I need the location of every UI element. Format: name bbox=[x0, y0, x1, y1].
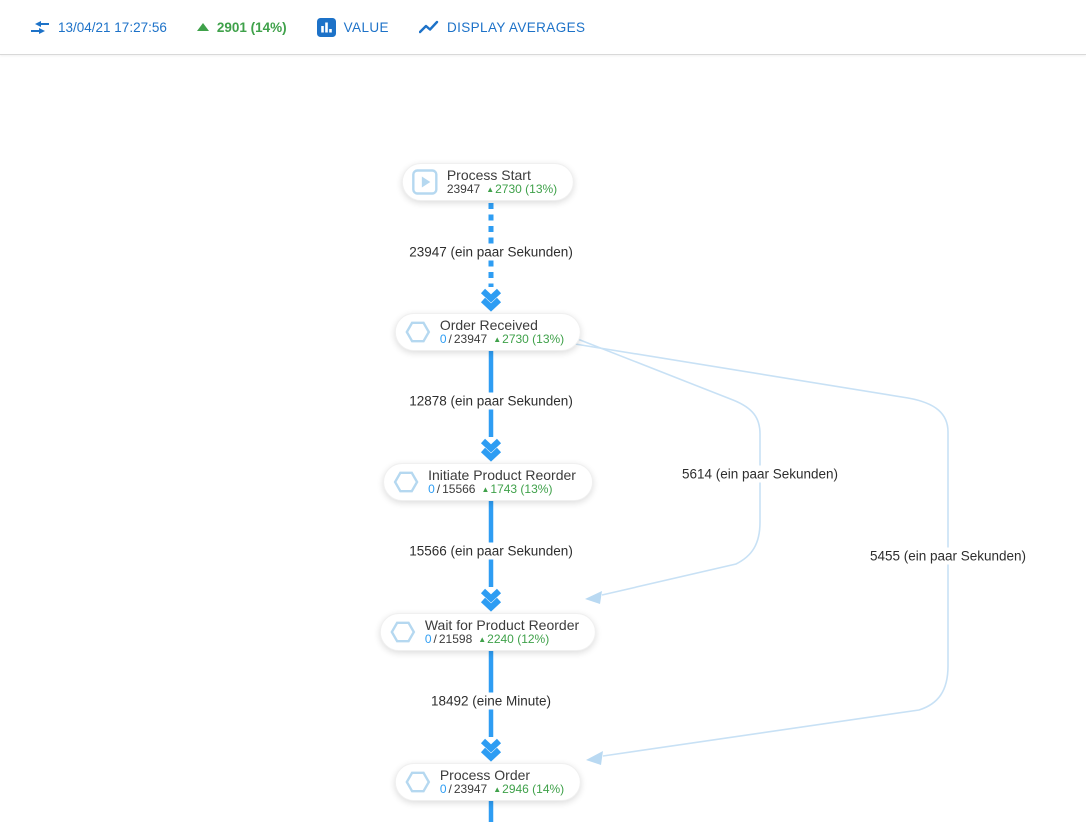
node-delta: ▲2946 (14%) bbox=[493, 782, 565, 796]
edge-label: 15566 (ein paar Sekunden) bbox=[405, 542, 577, 560]
edge-label: 5614 (ein paar Sekunden) bbox=[677, 465, 843, 483]
node-current: 0 bbox=[439, 782, 447, 796]
node-delta: ▲2730 (13%) bbox=[493, 332, 565, 346]
triangle-up-icon: ▲ bbox=[481, 485, 490, 494]
node-total: 15566 bbox=[442, 482, 476, 496]
bar-chart-icon bbox=[316, 17, 336, 37]
edge-label: 12878 (ein paar Sekunden) bbox=[405, 392, 577, 410]
arrowhead-bypass-process-order bbox=[586, 751, 603, 765]
node-title: Order Received bbox=[439, 317, 538, 333]
node-process-order[interactable]: Process Order 0 / 23947 ▲2946 (14%) bbox=[394, 763, 582, 801]
node-initiate-product-reorder[interactable]: Initiate Product Reorder 0 / 15566 ▲1743… bbox=[383, 463, 593, 501]
node-title: Wait for Product Reorder bbox=[424, 617, 580, 633]
node-order-received[interactable]: Order Received 0 / 23947 ▲2730 (13%) bbox=[394, 313, 582, 351]
node-total: 21598 bbox=[438, 632, 473, 646]
node-title: Process Start bbox=[446, 167, 531, 183]
node-stats: 0 / 21598 ▲2240 (12%) bbox=[425, 633, 579, 646]
play-icon bbox=[412, 169, 438, 195]
hexagon-icon bbox=[405, 321, 431, 343]
arrowhead-process-order bbox=[480, 738, 502, 762]
node-stats: 23947 ▲2730 (13%) bbox=[447, 183, 557, 196]
node-current: 0 bbox=[424, 632, 432, 646]
delta-label: 2901 (14%) bbox=[216, 19, 287, 35]
triangle-up-icon: ▲ bbox=[493, 785, 502, 794]
arrowhead-initiate bbox=[480, 438, 502, 462]
process-flow-canvas: 23947 (ein paar Sekunden) 12878 (ein paa… bbox=[0, 55, 1086, 822]
triangle-up-icon: ▲ bbox=[478, 635, 487, 644]
display-averages-label: DISPLAY AVERAGES bbox=[446, 19, 586, 35]
triangle-up-icon: ▲ bbox=[493, 335, 502, 344]
value-button[interactable]: VALUE bbox=[316, 17, 389, 37]
node-total: 23947 bbox=[453, 332, 488, 346]
triangle-up-icon: ▲ bbox=[486, 185, 495, 194]
swap-arrows-icon bbox=[31, 20, 49, 34]
node-count: 23947 bbox=[446, 182, 481, 196]
edge-label: 18492 (eine Minute) bbox=[426, 692, 556, 710]
timestamp-control[interactable]: 13/04/21 17:27:56 bbox=[30, 20, 167, 35]
node-wait-for-product-reorder[interactable]: Wait for Product Reorder 0 / 21598 ▲2240… bbox=[379, 613, 597, 651]
edge-label: 5455 (ein paar Sekunden) bbox=[865, 547, 1031, 565]
hexagon-icon bbox=[390, 621, 416, 643]
value-label: VALUE bbox=[343, 19, 389, 35]
line-chart-icon bbox=[418, 20, 439, 34]
flow-edges-layer bbox=[480, 203, 949, 822]
toolbar: 13/04/21 17:27:56 2901 (14%) VALUE DISPL… bbox=[0, 0, 1086, 55]
node-title: Initiate Product Reorder bbox=[428, 467, 576, 483]
separator: / bbox=[436, 482, 441, 496]
node-stats: 0 / 23947 ▲2946 (14%) bbox=[440, 783, 564, 796]
arrowhead-wait bbox=[480, 588, 502, 612]
timestamp-label: 13/04/21 17:27:56 bbox=[58, 19, 167, 35]
hexagon-icon bbox=[405, 771, 431, 793]
display-averages-button[interactable]: DISPLAY AVERAGES bbox=[418, 19, 586, 35]
edge-label: 23947 (ein paar Sekunden) bbox=[405, 243, 577, 261]
node-stats: 0 / 23947 ▲2730 (13%) bbox=[440, 333, 564, 346]
hexagon-icon bbox=[393, 471, 419, 493]
node-stats: 0 / 15566 ▲1743 (13%) bbox=[428, 483, 576, 496]
total-delta-indicator[interactable]: 2901 (14%) bbox=[196, 19, 287, 35]
arrowhead-order-received bbox=[480, 288, 502, 312]
node-title: Process Order bbox=[439, 767, 531, 783]
node-delta: ▲2730 (13%) bbox=[486, 182, 558, 196]
separator: / bbox=[433, 632, 437, 646]
node-current: 0 bbox=[428, 482, 435, 496]
triangle-up-icon bbox=[196, 23, 209, 31]
node-delta: ▲2240 (12%) bbox=[478, 632, 550, 646]
node-total: 23947 bbox=[453, 782, 488, 796]
separator: / bbox=[448, 332, 452, 346]
node-delta: ▲1743 (13%) bbox=[481, 482, 553, 496]
separator: / bbox=[448, 782, 452, 796]
node-current: 0 bbox=[439, 332, 447, 346]
arrowhead-bypass-wait bbox=[585, 591, 602, 604]
node-process-start[interactable]: Process Start 23947 ▲2730 (13%) bbox=[401, 163, 575, 201]
